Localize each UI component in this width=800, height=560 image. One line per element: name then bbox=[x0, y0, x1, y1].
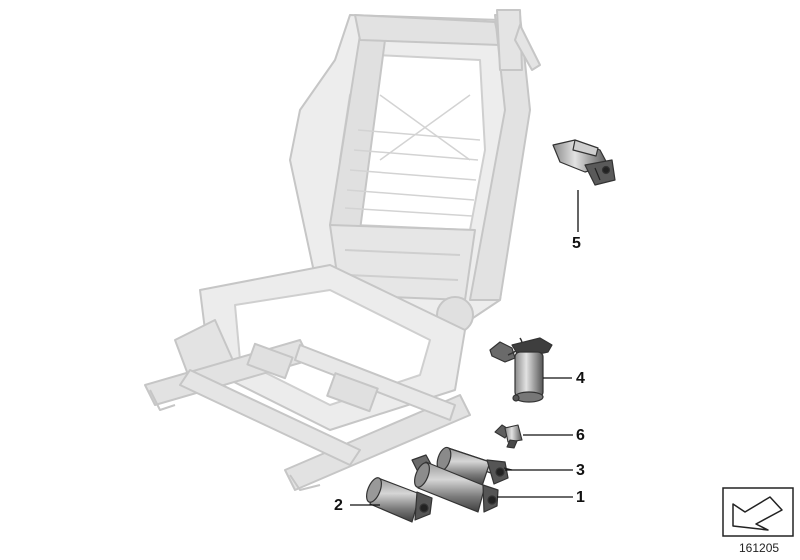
seat-frame bbox=[144, 9, 541, 491]
seat-rail-right bbox=[284, 394, 471, 491]
diagram-id: 161205 bbox=[739, 541, 780, 555]
seat-rail-cross bbox=[179, 369, 361, 466]
callout-3: 3 bbox=[576, 462, 585, 479]
leader-lines bbox=[350, 190, 579, 506]
backrest-wires bbox=[344, 94, 481, 217]
part-2-motor bbox=[366, 477, 433, 523]
part-3-motor bbox=[436, 446, 513, 487]
callout-6: 6 bbox=[576, 427, 585, 444]
callout-5: 5 bbox=[572, 235, 581, 252]
part-6-bracket bbox=[494, 424, 523, 449]
callout-1: 1 bbox=[576, 489, 585, 506]
callout-2: 2 bbox=[334, 497, 343, 514]
direction-arrow-icon bbox=[722, 487, 794, 537]
part-1-motor bbox=[411, 454, 499, 513]
part-5-actuator bbox=[552, 139, 616, 186]
part-4-motor bbox=[489, 337, 553, 403]
callout-4: 4 bbox=[576, 370, 585, 387]
headrest-guide bbox=[496, 9, 523, 71]
